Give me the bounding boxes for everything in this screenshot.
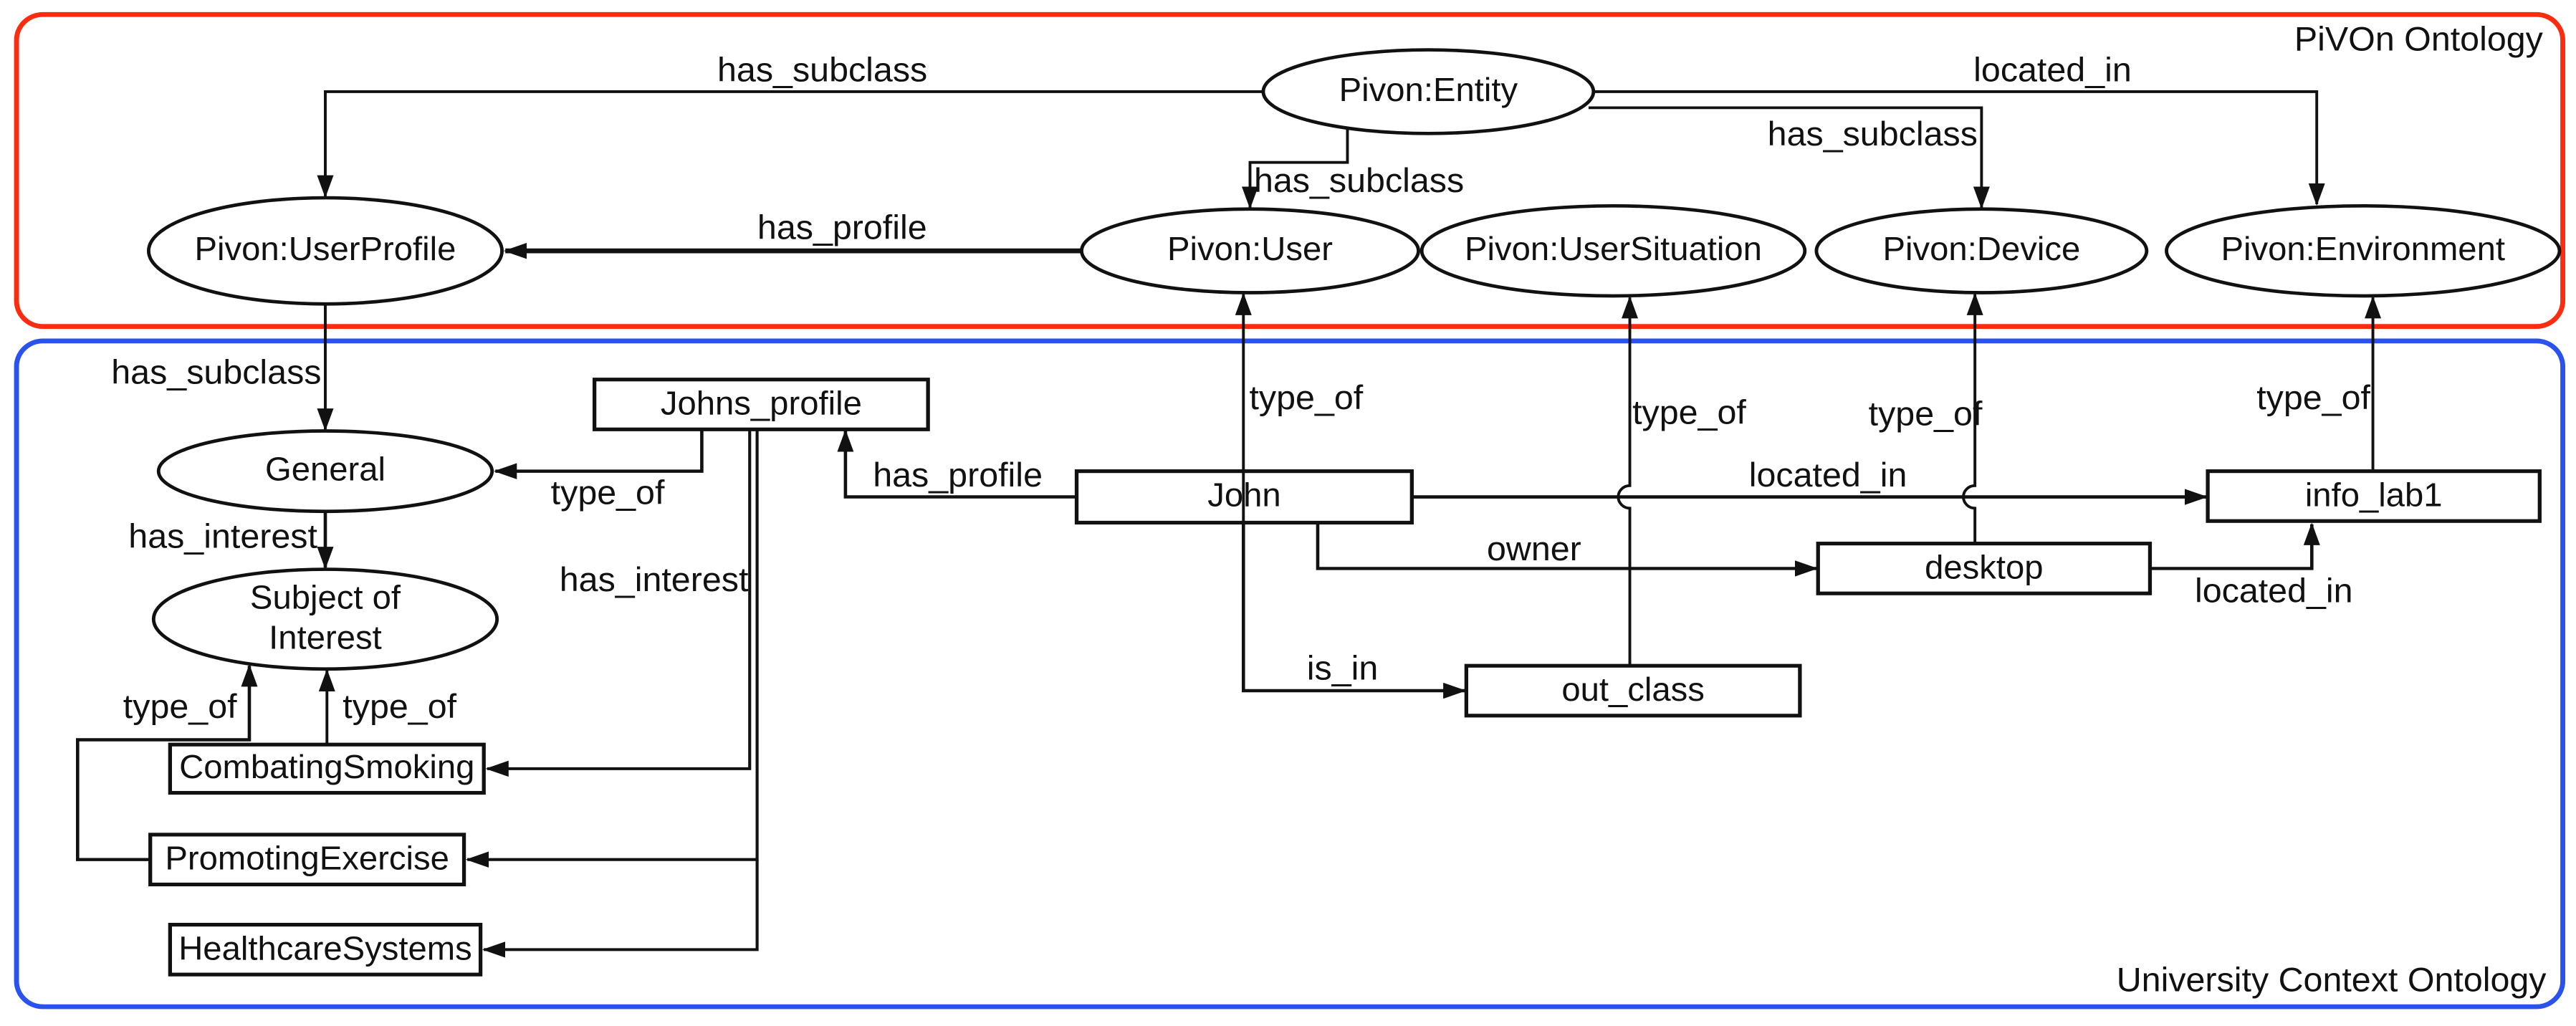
edge-outclass-usersituation	[1617, 295, 1639, 666]
university-ontology-title: University Context Ontology	[2116, 962, 2547, 999]
edge-label-has-subclass-device: has_subclass	[1767, 116, 1978, 154]
node-outclass-label: out_class	[1561, 671, 1705, 709]
edge-label-has-subclass-general: has_subclass	[111, 354, 322, 392]
node-userprofile-shape	[146, 196, 504, 306]
edge-label-has-interest-trunk: has_interest	[559, 562, 749, 600]
node-environment-shape	[2165, 203, 2562, 298]
node-entity-label: Pivon:Entity	[1339, 72, 1518, 110]
node-combatingsmoking-label: CombatingSmoking	[179, 749, 475, 787]
edge-john-johnsprofile	[837, 429, 1077, 499]
edge-john-desktop	[1316, 522, 1819, 577]
edge-johnsprofile-combatingsmoking	[485, 429, 752, 777]
node-promotingexercise-label: PromotingExercise	[165, 840, 449, 878]
edge-entity-userprofile	[317, 90, 1263, 198]
edge-label-is-in: is_in	[1306, 650, 1379, 688]
edge-johnsprofile-general	[494, 429, 704, 479]
edge-john-outclass	[1241, 522, 1467, 699]
node-infolab1-label: info_lab1	[2304, 477, 2443, 514]
node-general-shape	[156, 429, 494, 514]
edge-label-located-in-desktop: located_in	[2194, 573, 2353, 610]
edge-johnsprofile-healthcaresystems	[482, 859, 759, 958]
edge-label-type-of-john: type_of	[1249, 380, 1364, 418]
edge-label-owner: owner	[1486, 531, 1581, 569]
edge-entity-user	[1241, 127, 1349, 209]
edge-label-type-of-promoting: type_of	[123, 689, 237, 727]
node-environment-label: Pivon:Environment	[2221, 231, 2505, 269]
subjectofinterest-line2: Interest	[269, 619, 382, 656]
node-subjectofinterest-shape	[151, 567, 499, 671]
node-outclass-shape	[1464, 663, 1802, 718]
node-promotingexercise-shape	[148, 833, 466, 887]
node-userprofile-label: Pivon:UserProfile	[194, 231, 456, 269]
node-johnsprofile-label: Johns_profile	[660, 385, 862, 423]
subjectofinterest-line1: Subject of	[249, 580, 401, 617]
node-entity-shape	[1261, 48, 1596, 135]
edge-label-has-profile-john: has_profile	[873, 457, 1043, 495]
edge-label-located-in-environment: located_in	[1973, 52, 2132, 90]
edge-label-type-of-combating: type_of	[343, 689, 457, 727]
node-user-label: Pivon:User	[1167, 231, 1334, 269]
university-ontology-box	[14, 338, 2566, 1010]
node-john-shape	[1074, 469, 1414, 525]
node-usersituation-label: Pivon:UserSituation	[1465, 231, 1762, 269]
edge-promotingexercise-subject	[76, 663, 258, 861]
node-subjectofinterest-label: Subject of Interest	[249, 580, 401, 656]
node-user-shape	[1080, 207, 1420, 294]
edge-label-type-of-johnsprofile: type_of	[550, 475, 665, 512]
node-device-label: Pivon:Device	[1882, 231, 2081, 269]
node-combatingsmoking-shape	[168, 742, 486, 795]
node-desktop-shape	[1816, 542, 2153, 595]
pivon-ontology-box	[14, 11, 2566, 330]
node-john-label: John	[1207, 477, 1281, 514]
edge-label-has-subclass-userprofile: has_subclass	[717, 52, 928, 90]
node-infolab1-shape	[2206, 469, 2542, 523]
edge-label-has-interest-general: has_interest	[128, 518, 317, 556]
pivon-ontology-title: PiVOn Ontology	[2294, 21, 2543, 59]
edge-entity-environment	[1593, 90, 2325, 206]
edge-label-has-profile-user: has_profile	[757, 209, 927, 247]
edge-desktop-infolab1	[2150, 522, 2320, 570]
node-desktop-label: desktop	[1925, 550, 2044, 587]
edge-label-type-of-infolab1: type_of	[2256, 380, 2370, 418]
node-healthcaresystems-label: HealthcareSystems	[178, 931, 472, 968]
node-usersituation-shape	[1419, 203, 1807, 298]
node-device-shape	[1814, 207, 2149, 294]
node-general-label: General	[264, 451, 386, 489]
node-johnsprofile-shape	[592, 378, 930, 431]
edge-desktop-device	[1962, 292, 1983, 544]
edge-label-has-subclass-user: has_subclass	[1253, 163, 1465, 201]
edge-label-type-of-outclass: type_of	[1632, 395, 1746, 432]
edge-label-type-of-desktop: type_of	[1868, 396, 1983, 433]
edge-label-located-in-john: located_in	[1748, 457, 1907, 495]
edge-entity-device	[1588, 106, 1990, 209]
node-healthcaresystems-shape	[168, 923, 483, 977]
